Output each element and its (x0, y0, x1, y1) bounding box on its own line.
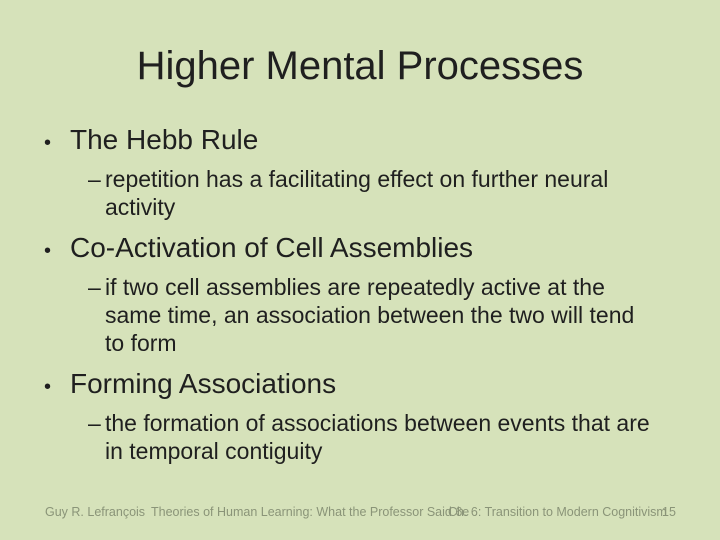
bullet-icon: • (44, 132, 52, 154)
dash-icon: – (88, 410, 101, 436)
footer-author: Guy R. Lefrançois (45, 505, 146, 519)
bullet-icon: • (44, 376, 52, 398)
dash-icon: – (88, 166, 101, 192)
bullet-label: Forming Associations (70, 368, 337, 399)
sub-bullet-item: – the formation of associations between … (88, 409, 696, 465)
sub-bullet-text: repetition has a facilitating effect on … (105, 166, 609, 220)
bullet-item: • Forming Associations (44, 367, 696, 404)
bullet-icon: • (44, 240, 52, 262)
slide-footer: Guy R. Lefrançois Theories of Human Lear… (0, 505, 720, 525)
footer-book-title: Theories of Human Learning: What the Pro… (151, 505, 470, 519)
sub-bullet-item: – if two cell assemblies are repeatedly … (88, 273, 696, 357)
sub-bullet-item: – repetition has a facilitating effect o… (88, 165, 696, 221)
bullet-label: Co-Activation of Cell Assemblies (70, 232, 474, 263)
bullet-group-co-activation: • Co-Activation of Cell Assemblies – if … (44, 231, 696, 357)
sub-bullet-text: the formation of associations between ev… (105, 410, 650, 464)
footer-page-number: 15 (662, 505, 676, 519)
slide-content: • The Hebb Rule – repetition has a facil… (44, 123, 696, 465)
bullet-item: • The Hebb Rule (44, 123, 696, 160)
bullet-label: The Hebb Rule (70, 124, 259, 155)
footer-chapter: Ch. 6: Transition to Modern Cognitivism (448, 505, 667, 519)
slide-title: Higher Mental Processes (136, 44, 584, 88)
sub-bullet-text: if two cell assemblies are repeatedly ac… (105, 274, 635, 356)
dash-icon: – (88, 274, 101, 300)
bullet-item: • Co-Activation of Cell Assemblies (44, 231, 696, 268)
bullet-group-forming-associations: • Forming Associations – the formation o… (44, 367, 696, 465)
bullet-group-hebb-rule: • The Hebb Rule – repetition has a facil… (44, 123, 696, 221)
